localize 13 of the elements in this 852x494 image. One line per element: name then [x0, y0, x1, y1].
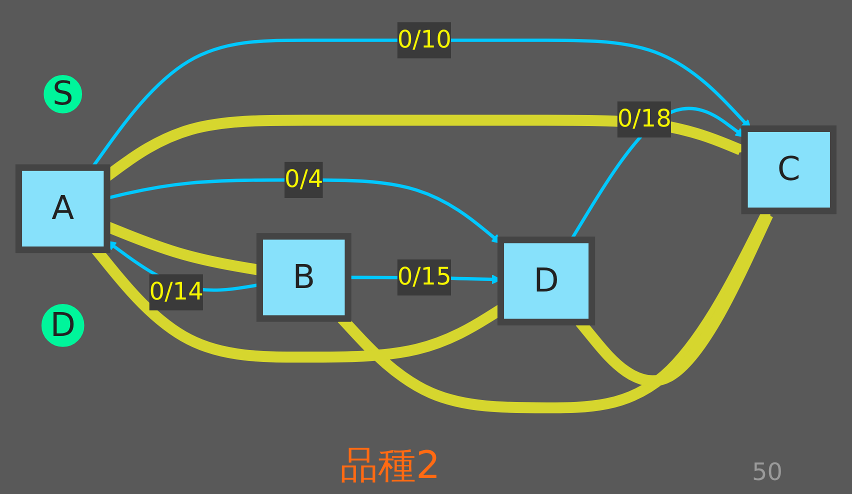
edge-label: 0/15 [397, 264, 452, 292]
node-box: A [15, 164, 110, 254]
node-box: C [741, 125, 837, 214]
node-circle: D [41, 304, 84, 347]
node-box: D [497, 236, 596, 326]
edge-label: 0/14 [149, 278, 204, 306]
slide-caption: 品種2 [340, 442, 440, 489]
node-box: B [256, 233, 352, 322]
edge-label: 0/10 [397, 26, 452, 54]
node-circle: S [44, 74, 82, 114]
page-number: 50 [752, 458, 783, 486]
edge-label: 0/18 [617, 106, 672, 134]
edge-label: 0/4 [284, 166, 324, 194]
